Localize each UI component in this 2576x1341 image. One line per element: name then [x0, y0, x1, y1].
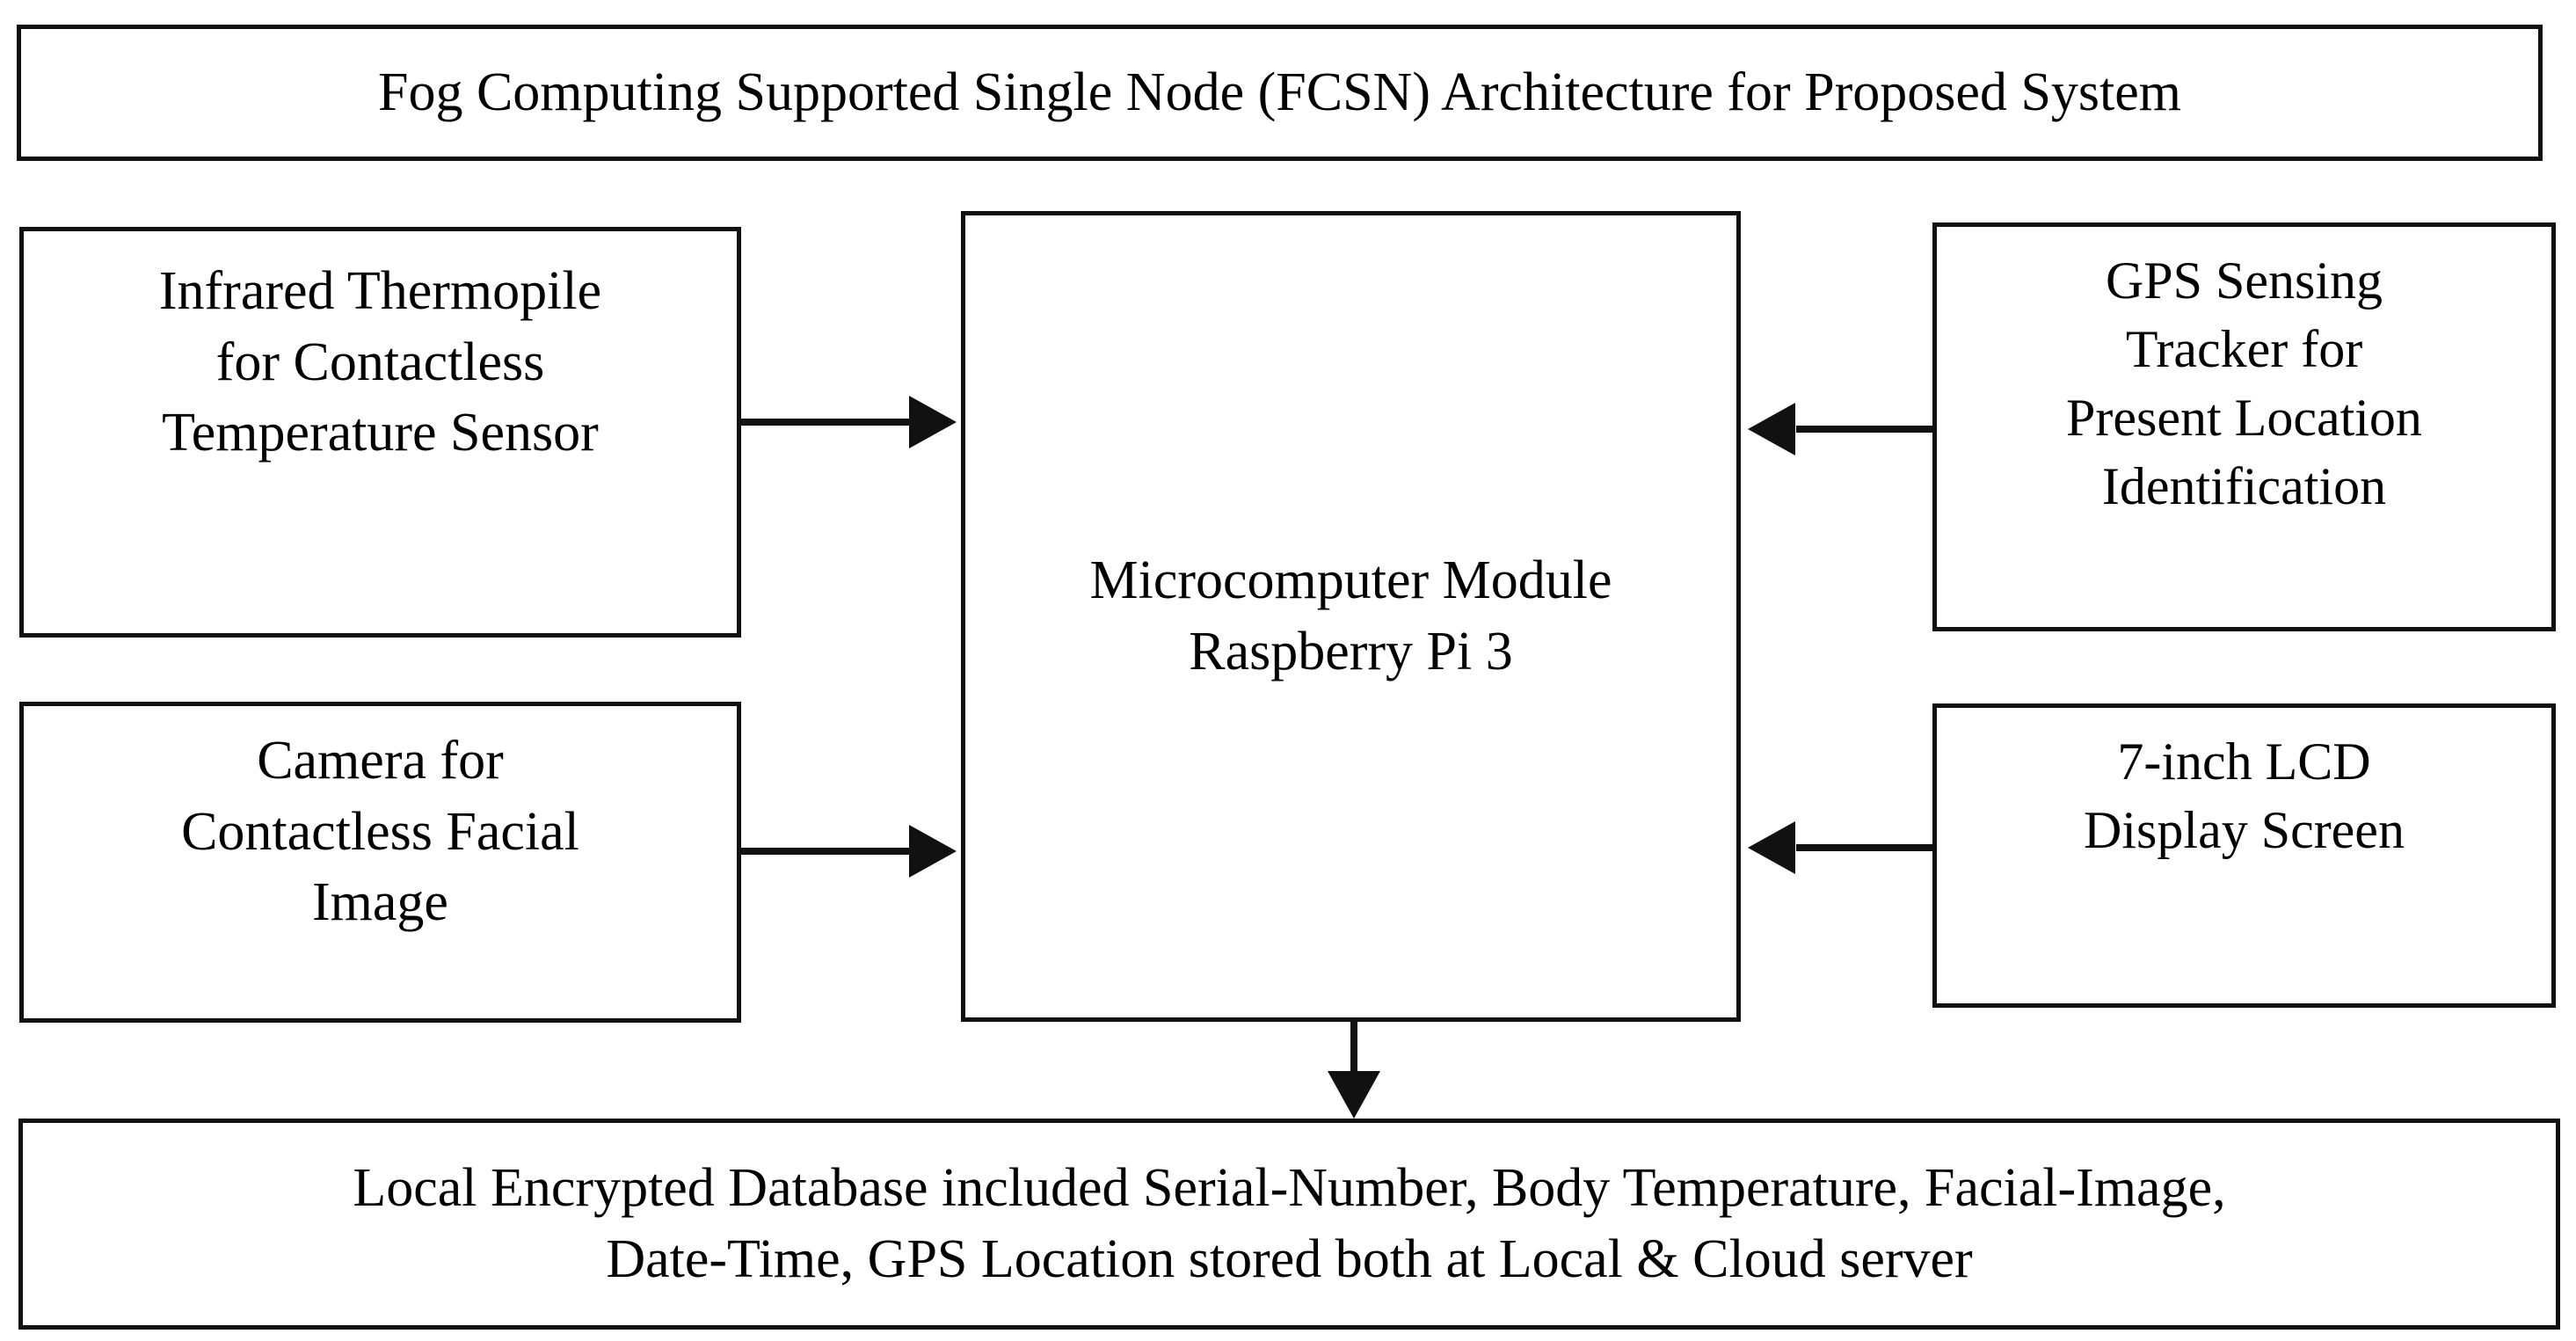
node-camera-facial-image-text: Camera for Contactless Facial Image: [24, 725, 737, 938]
connector-infrared-to-core-arrowhead-icon: [909, 396, 957, 448]
node-infrared-line-2: for Contactless: [215, 332, 545, 392]
node-local-encrypted-database-text: Local Encrypted Database included Serial…: [23, 1153, 2556, 1294]
node-gps-line-1: GPS Sensing: [2105, 251, 2383, 310]
node-microcomputer-module: Microcomputer Module Raspberry Pi 3: [961, 211, 1741, 1022]
diagram-title-line-1: Fog Computing Supported Single Node (FCS…: [377, 62, 2182, 123]
node-camera-line-1: Camera for: [257, 731, 504, 791]
connector-lcd-to-core-arrowhead-icon: [1748, 821, 1795, 874]
node-infrared-line-1: Infrared Thermopile: [158, 261, 602, 321]
node-local-encrypted-database: Local Encrypted Database included Serial…: [18, 1119, 2560, 1330]
node-gps-line-3: Present Location: [2066, 389, 2422, 447]
node-gps-sensing-tracker: GPS Sensing Tracker for Present Location…: [1932, 222, 2556, 631]
node-camera-line-3: Image: [312, 872, 448, 933]
connector-gps-to-core-arrowhead-icon: [1748, 403, 1795, 456]
node-gps-line-4: Identification: [2101, 457, 2387, 515]
node-camera-line-2: Contactless Facial: [181, 801, 579, 862]
node-infrared-line-3: Temperature Sensor: [162, 403, 599, 463]
diagram-title-text: Fog Computing Supported Single Node (FCS…: [21, 57, 2538, 128]
connector-camera-to-core-arrowhead-icon: [909, 825, 957, 878]
node-lcd-display-screen-text: 7-inch LCD Display Screen: [1937, 727, 2551, 864]
node-core-line-2: Raspberry Pi 3: [1189, 622, 1513, 681]
node-microcomputer-module-text: Microcomputer Module Raspberry Pi 3: [965, 545, 1736, 687]
node-infrared-thermopile-sensor: Infrared Thermopile for Contactless Temp…: [19, 227, 741, 638]
diagram-title-box: Fog Computing Supported Single Node (FCS…: [17, 25, 2543, 161]
connector-gps-to-core-line: [1796, 426, 1935, 433]
connector-core-to-database-arrowhead-icon: [1328, 1071, 1380, 1119]
node-lcd-line-2: Display Screen: [2084, 801, 2405, 859]
node-gps-line-2: Tracker for: [2125, 320, 2363, 378]
connector-lcd-to-core-line: [1796, 844, 1935, 851]
connector-camera-to-core-line: [741, 848, 913, 855]
node-core-line-1: Microcomputer Module: [1089, 550, 1612, 611]
node-gps-sensing-tracker-text: GPS Sensing Tracker for Present Location…: [1937, 246, 2551, 521]
node-database-line-2: Date-Time, GPS Location stored both at L…: [606, 1229, 1973, 1289]
node-infrared-thermopile-sensor-text: Infrared Thermopile for Contactless Temp…: [24, 256, 737, 469]
node-lcd-line-1: 7-inch LCD: [2117, 732, 2371, 791]
connector-infrared-to-core-line: [741, 419, 913, 426]
node-database-line-1: Local Encrypted Database included Serial…: [353, 1158, 2226, 1219]
node-camera-facial-image: Camera for Contactless Facial Image: [19, 702, 741, 1023]
connector-core-to-database-line: [1350, 1022, 1357, 1076]
node-lcd-display-screen: 7-inch LCD Display Screen: [1932, 703, 2556, 1008]
